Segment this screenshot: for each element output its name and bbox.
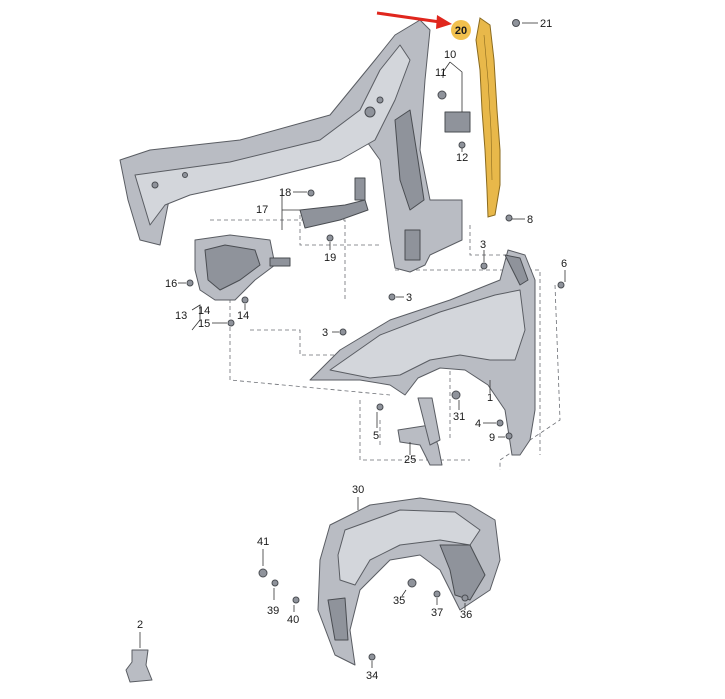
bracket-10 xyxy=(437,90,471,133)
callout-6-label[interactable]: 6 xyxy=(561,258,567,270)
callout-14b-label[interactable]: 14 xyxy=(237,310,249,322)
callout-36-label[interactable]: 36 xyxy=(460,609,472,621)
wheel-liner-part-30 xyxy=(317,497,501,666)
bracket-17 xyxy=(299,177,369,229)
callout-18-label[interactable]: 18 xyxy=(279,187,291,199)
callout-1-label[interactable]: 1 xyxy=(487,392,493,404)
callout-21-label[interactable]: 21 xyxy=(540,18,552,30)
callout-2-label[interactable]: 2 xyxy=(137,619,143,631)
callout-41-label[interactable]: 41 xyxy=(257,536,269,548)
callout-31-label[interactable]: 31 xyxy=(453,411,465,423)
callout-12-label[interactable]: 12 xyxy=(456,152,468,164)
callout-37-label[interactable]: 37 xyxy=(431,607,443,619)
callout-19-label[interactable]: 19 xyxy=(324,252,336,264)
callout-35-label[interactable]: 35 xyxy=(393,595,405,607)
callout-9-label[interactable]: 9 xyxy=(489,432,495,444)
callout-15-label[interactable]: 15 xyxy=(198,318,210,330)
callout-34-label[interactable]: 34 xyxy=(366,670,378,682)
callout-20-label: 20 xyxy=(455,25,467,37)
callout-39-label[interactable]: 39 xyxy=(267,605,279,617)
callout-14a-label[interactable]: 14 xyxy=(198,305,210,317)
callout-3a-label[interactable]: 3 xyxy=(480,239,486,251)
callout-5-label[interactable]: 5 xyxy=(373,430,379,442)
callout-16-label[interactable]: 16 xyxy=(165,278,177,290)
pointer-arrow xyxy=(376,11,452,29)
callout-11-label[interactable]: 11 xyxy=(435,67,446,79)
callout-30-label[interactable]: 30 xyxy=(352,484,364,496)
part-20-reinforcement xyxy=(475,17,501,218)
callout-4-label[interactable]: 4 xyxy=(475,418,481,430)
callout-3c-label[interactable]: 3 xyxy=(322,327,328,339)
part-2-cap xyxy=(125,649,153,683)
bracket-assembly xyxy=(194,234,291,301)
callout-40-label[interactable]: 40 xyxy=(287,614,299,626)
callout-13-label[interactable]: 13 xyxy=(175,310,187,322)
part-25 xyxy=(397,397,443,466)
leader-lines xyxy=(139,22,566,668)
callout-3b-label[interactable]: 3 xyxy=(406,292,412,304)
callout-17-label[interactable]: 17 xyxy=(256,204,268,216)
callout-10-label[interactable]: 10 xyxy=(444,49,456,61)
fender-part-1 xyxy=(309,249,536,456)
callout-labels: 21 10 11 12 18 17 19 8 3 3 3 6 16 14 14 … xyxy=(137,18,567,682)
callout-20[interactable]: 20 xyxy=(451,20,471,40)
fasteners xyxy=(186,19,565,661)
body-structure xyxy=(119,19,463,273)
callout-25-label[interactable]: 25 xyxy=(404,454,416,466)
callout-8-label[interactable]: 8 xyxy=(527,214,533,226)
